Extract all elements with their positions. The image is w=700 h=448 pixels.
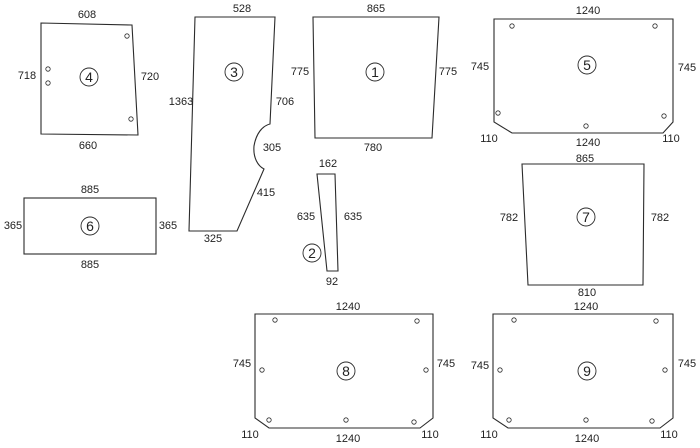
panel-1-number-circle [365, 62, 385, 82]
mounting-hole [45, 66, 51, 72]
panel-5: 5 1240 745 745 110 1240 110 [471, 5, 696, 149]
mounting-hole [266, 417, 272, 423]
panel-3-dim-right-upper: 706 [276, 96, 294, 108]
panel-1-number: 1 [371, 64, 379, 80]
mounting-hole [653, 318, 659, 324]
panel-5-dim-top: 1240 [576, 5, 600, 17]
panel-5-number: 5 [583, 57, 591, 73]
panel-8-dim-right: 745 [437, 358, 455, 370]
panel-8-dim-chamfer-right: 110 [421, 429, 439, 441]
mounting-hole [45, 80, 51, 86]
mounting-hole [506, 417, 512, 423]
panel-6-dim-left: 365 [4, 220, 22, 232]
mounting-hole [511, 317, 517, 323]
mounting-hole [583, 123, 589, 129]
mounting-hole [497, 367, 503, 373]
panel-3-number-circle [224, 62, 244, 82]
panel-6-number: 6 [86, 218, 94, 234]
panel-5-dim-left: 745 [471, 61, 489, 73]
mounting-hole [124, 33, 130, 39]
panel-8: 8 1240 745 745 110 1240 110 [233, 301, 455, 445]
panel-8-dim-bottom: 1240 [336, 433, 360, 445]
mounting-hole [661, 113, 667, 119]
panel-5-number-circle [577, 55, 597, 75]
mounting-hole [583, 417, 589, 423]
mounting-hole [423, 367, 429, 373]
mounting-hole [411, 419, 417, 425]
mounting-hole [649, 418, 655, 424]
panel-3-dim-top: 528 [233, 3, 251, 15]
panel-9-dim-chamfer-left: 110 [480, 429, 498, 441]
panel-3-dim-slope: 415 [257, 187, 275, 199]
panel-6-number-circle [80, 216, 100, 236]
panel-4-number: 4 [85, 69, 93, 85]
panel-3-dim-left: 1363 [169, 96, 193, 108]
panel-1-dim-left: 775 [291, 66, 309, 78]
panel-6: 6 885 365 365 885 [4, 184, 177, 271]
panel-3: 3 528 1363 706 305 415 325 [169, 3, 294, 245]
panel-2-dim-left: 635 [297, 211, 315, 223]
panel-1: 1 865 775 775 780 [291, 3, 457, 154]
panel-9-dim-left: 745 [471, 360, 489, 372]
panel-7-dim-top: 865 [576, 153, 594, 165]
panel-5-dim-right: 745 [678, 62, 696, 74]
panel-9-dim-bottom: 1240 [575, 433, 599, 445]
panel-4-dim-right: 720 [141, 71, 159, 83]
panel-4-dim-left: 718 [18, 70, 36, 82]
panel-4-dim-bottom: 660 [79, 140, 97, 152]
panel-2-outline [316, 173, 339, 272]
panel-1-dim-bottom: 780 [364, 142, 382, 154]
panel-6-dim-right: 365 [159, 220, 177, 232]
panel-8-number-circle [336, 361, 356, 381]
panel-7-dim-left: 782 [500, 212, 518, 224]
panel-4-number-circle [79, 67, 99, 87]
panel-3-dim-bottom: 325 [204, 233, 222, 245]
panel-9-number-circle [577, 361, 597, 381]
panel-7-dim-bottom: 810 [578, 287, 596, 299]
panel-5-dim-bottom: 1240 [576, 137, 600, 149]
panel-1-dim-top: 865 [367, 3, 385, 15]
panel-5-dim-chamfer-left: 110 [480, 133, 498, 145]
panel-8-number: 8 [342, 363, 350, 379]
mounting-hole [652, 23, 658, 29]
panel-9-dim-right: 745 [678, 358, 696, 370]
panel-7-dim-right: 782 [651, 212, 669, 224]
panel-6-dim-bottom: 885 [81, 259, 99, 271]
mounting-hole [259, 367, 265, 373]
panel-3-number: 3 [230, 64, 238, 80]
mounting-hole [509, 23, 515, 29]
panel-1-dim-right: 775 [439, 66, 457, 78]
panel-4: 4 608 718 720 660 [18, 9, 159, 152]
panel-2-dim-top: 162 [319, 158, 337, 170]
panel-8-dim-chamfer-left: 110 [241, 429, 259, 441]
mounting-hole [128, 116, 134, 122]
panel-7-number: 7 [582, 209, 590, 225]
panel-3-dim-notch: 305 [263, 142, 281, 154]
panel-8-dim-left: 745 [233, 358, 251, 370]
mounting-hole [343, 417, 349, 423]
panel-5-dim-chamfer-right: 110 [662, 133, 680, 145]
panel-2-number: 2 [308, 245, 316, 261]
mounting-hole [662, 367, 668, 373]
panel-9-dim-chamfer-right: 110 [660, 429, 678, 441]
mounting-hole [272, 317, 278, 323]
panel-2: 2 162 635 635 92 [297, 158, 362, 288]
panel-6-dim-top: 885 [81, 184, 99, 196]
panel-2-number-circle [302, 243, 322, 263]
panel-7: 7 865 782 782 810 [500, 153, 669, 299]
panel-2-dim-bottom: 92 [326, 276, 338, 288]
mounting-hole [495, 110, 501, 116]
panel-4-dim-top: 608 [78, 9, 96, 21]
panel-9-dim-top: 1240 [574, 301, 598, 313]
panel-5-outline [493, 18, 674, 134]
panel-9: 9 1240 745 745 110 1240 110 [471, 301, 696, 445]
panel-2-dim-right: 635 [344, 211, 362, 223]
panel-3-outline [188, 16, 276, 232]
mounting-hole [414, 318, 420, 324]
panel-9-number: 9 [583, 363, 591, 379]
panel-7-number-circle [576, 207, 596, 227]
panel-8-dim-top: 1240 [336, 301, 360, 313]
